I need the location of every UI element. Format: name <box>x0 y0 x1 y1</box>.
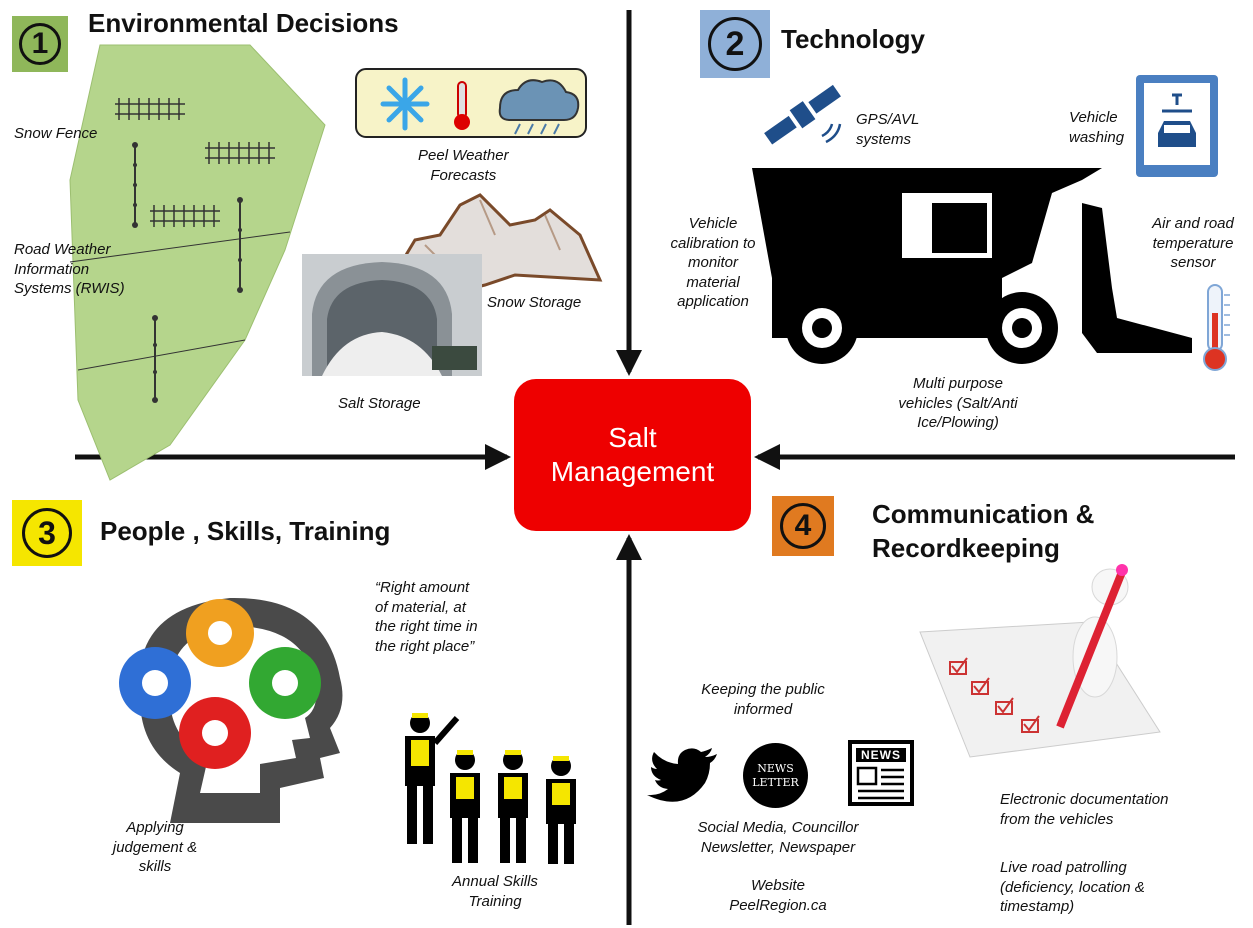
forecast-line-1: Peel Weather <box>418 147 509 164</box>
section-2-badge: 2 <box>700 10 770 78</box>
washing-line-2: washing <box>1069 128 1125 146</box>
center-line-1: Salt <box>608 422 657 454</box>
gear-red <box>179 697 251 769</box>
newsletter-icon: NEWS LETTER <box>743 743 808 808</box>
gps-line-2: systems <box>856 130 912 148</box>
section-4-title: Communication & Recordkeeping <box>872 498 1094 566</box>
website-line-2: PeelRegion.ca <box>729 896 827 914</box>
judgement-label: Applying judgement & skills <box>100 818 210 877</box>
washing-label: Vehicle washing <box>1069 108 1124 147</box>
region-map <box>69 44 326 481</box>
website-line-1: Website <box>751 877 805 894</box>
social-line-1: Social Media, Councillor <box>697 819 859 836</box>
public-line-1: Keeping the public <box>701 681 825 698</box>
edoc-line-2: from the vehicles <box>1000 810 1114 828</box>
quote-line-1: “Right amount <box>375 579 470 596</box>
judge-line-3: skills <box>138 858 172 875</box>
weather-forecast-icon <box>355 68 587 138</box>
workers-icon <box>405 713 576 864</box>
social-media-label: Social Media, Councillor Newsletter, New… <box>668 818 888 857</box>
rwis-line-3: Systems (RWIS) <box>14 280 125 297</box>
judge-line-2: judgement & <box>112 838 198 856</box>
vehicle-washing-icon <box>1136 75 1218 177</box>
multi-line-3: Ice/Plowing) <box>917 414 999 431</box>
quote-label: “Right amount of material, at the right … <box>375 578 478 656</box>
gear-green <box>249 647 321 719</box>
head-gears-icon <box>119 597 343 823</box>
patrol-line-3: timestamp) <box>1000 898 1075 915</box>
calib-line-5: application <box>677 293 749 310</box>
sensor-label: Air and road temperature sensor <box>1138 214 1248 273</box>
salt-storage-label: Salt Storage <box>338 395 421 412</box>
washing-line-1: Vehicle <box>1069 109 1118 126</box>
social-line-2: Newsletter, Newspaper <box>700 838 856 856</box>
forecast-label: Peel Weather Forecasts <box>418 146 509 185</box>
section-4-number: 4 <box>780 503 826 549</box>
section-4-badge: 4 <box>772 496 834 556</box>
patrol-line-1: Live road patrolling <box>1000 859 1127 876</box>
annual-line-1: Annual Skills <box>452 873 538 890</box>
section-3-title: People , Skills, Training <box>100 516 391 546</box>
quote-line-3: the right time in <box>375 618 478 635</box>
center-line-2: Management <box>550 456 715 487</box>
website-label: Website PeelRegion.ca <box>698 876 858 915</box>
quote-line-4: the right place” <box>375 637 475 655</box>
section-3-number: 3 <box>22 508 72 558</box>
electronic-documentation-label: Electronic documentation from the vehicl… <box>1000 790 1168 829</box>
newsletter-icon-line-1: NEWS <box>757 762 794 776</box>
sensor-line-2: temperature <box>1152 234 1234 252</box>
multi-purpose-label: Multi purpose vehicles (Salt/Anti Ice/Pl… <box>878 374 1038 433</box>
annual-line-2: Training <box>468 892 522 910</box>
forecast-line-2: Forecasts <box>430 166 497 184</box>
sensor-line-1: Air and road <box>1152 215 1234 232</box>
gear-orange <box>186 599 254 667</box>
section-1-number: 1 <box>19 23 61 65</box>
section-4-title-line-2: Recordkeeping <box>872 532 1060 563</box>
rwis-line-2: Information <box>14 260 90 278</box>
satellite-icon <box>764 84 842 145</box>
newspaper-icon-text: NEWS <box>861 748 901 762</box>
multi-line-2: vehicles (Salt/Anti <box>898 394 1018 412</box>
rwis-label: Road Weather Information Systems (RWIS) <box>14 240 125 299</box>
gps-label: GPS/AVL systems <box>856 110 919 149</box>
plow-truck-icon <box>752 168 1192 364</box>
gps-line-1: GPS/AVL <box>856 111 920 128</box>
multi-line-1: Multi purpose <box>912 375 1004 392</box>
calib-line-1: Vehicle <box>688 215 738 232</box>
gear-blue <box>119 647 191 719</box>
sensor-line-3: sensor <box>1170 254 1216 271</box>
section-1-badge: 1 <box>12 16 68 72</box>
section-3-badge: 3 <box>12 500 82 566</box>
twitter-icon <box>647 748 717 802</box>
thermometer-icon <box>1203 284 1230 371</box>
salt-management-box: Salt Management <box>514 379 751 531</box>
section-4-title-line-1: Communication & <box>872 499 1095 529</box>
snow-fence-label: Snow Fence <box>14 125 98 142</box>
calib-line-3: monitor <box>687 254 739 271</box>
snow-storage-label: Snow Storage <box>487 294 582 311</box>
rwis-line-1: Road Weather <box>14 241 111 258</box>
calibration-label: Vehicle calibration to monitor material … <box>658 214 768 312</box>
road-patrolling-label: Live road patrolling (deficiency, locati… <box>1000 858 1145 917</box>
edoc-line-1: Electronic documentation <box>1000 791 1169 808</box>
section-2-number: 2 <box>708 17 762 71</box>
newspaper-icon <box>848 740 914 806</box>
patrol-line-2: (deficiency, location & <box>1000 878 1145 896</box>
section-1-title: Environmental Decisions <box>88 8 399 38</box>
newsletter-icon-line-2: LETTER <box>752 775 799 789</box>
calib-line-4: material <box>686 273 740 291</box>
checklist-figure-icon <box>919 564 1161 758</box>
public-informed-label: Keeping the public informed <box>683 680 843 719</box>
judge-line-1: Applying <box>126 819 184 836</box>
annual-training-label: Annual Skills Training <box>430 872 560 911</box>
salt-storage-photo <box>302 254 482 376</box>
quote-line-2: of material, at <box>375 598 466 616</box>
calib-line-2: calibration to <box>670 234 756 252</box>
section-2-title: Technology <box>781 24 925 54</box>
public-line-2: informed <box>733 700 793 718</box>
